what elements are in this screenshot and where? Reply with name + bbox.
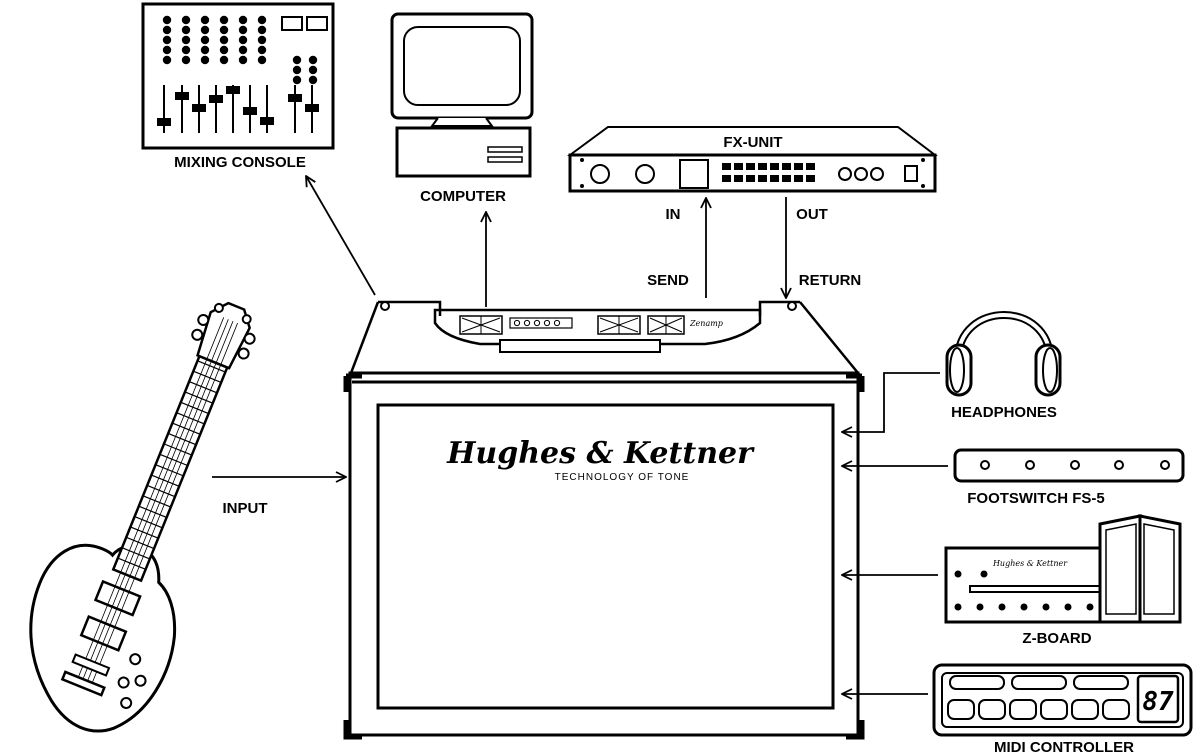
mixing-console-label: MIXING CONSOLE: [174, 154, 306, 171]
amp-brand-tagline: TECHNOLOGY OF TONE: [555, 472, 690, 483]
z-board-brand-text: Hughes & Kettner: [992, 559, 1068, 568]
amp-model-text: Zenamp: [689, 319, 723, 328]
footswitch-label: FOOTSWITCH FS-5: [967, 490, 1105, 507]
arrow-to-mixing-console: [306, 176, 376, 296]
computer-icon: [390, 12, 534, 178]
amplifier-icon: Zenamp Hughes & Kettner TECHNOLOGY OF TO…: [343, 300, 865, 740]
input-label: INPUT: [223, 500, 268, 517]
headphones-icon: [945, 311, 1062, 397]
amp-brand-logo: Hughes & Kettner: [446, 436, 755, 471]
fx-unit-icon: [566, 126, 938, 193]
fx-unit-label: FX-UNIT: [723, 134, 782, 151]
midi-display-readout: 87: [1142, 687, 1174, 717]
amp-panel-fan-icon: [597, 315, 641, 335]
z-board-icon: Hughes & Kettner: [944, 514, 1182, 624]
footswitch-icon: [953, 448, 1185, 483]
headphones-label: HEADPHONES: [951, 404, 1057, 421]
computer-label: COMPUTER: [420, 188, 506, 205]
guitar-icon: [29, 301, 256, 733]
fx-in-label: IN: [666, 206, 681, 223]
midi-controller-icon: 87: [932, 663, 1193, 737]
z-board-label: Z-BOARD: [1022, 630, 1091, 647]
fx-out-label: OUT: [796, 206, 828, 223]
mixing-console-icon: [141, 2, 335, 150]
return-label: RETURN: [799, 272, 862, 289]
amp-panel-fan-icon: [647, 315, 685, 335]
amp-panel-fan-icon: [459, 315, 503, 335]
midi-controller-label: MIDI CONTROLLER: [994, 739, 1134, 756]
send-label: SEND: [647, 272, 689, 289]
arrow-headphones: [842, 372, 940, 432]
